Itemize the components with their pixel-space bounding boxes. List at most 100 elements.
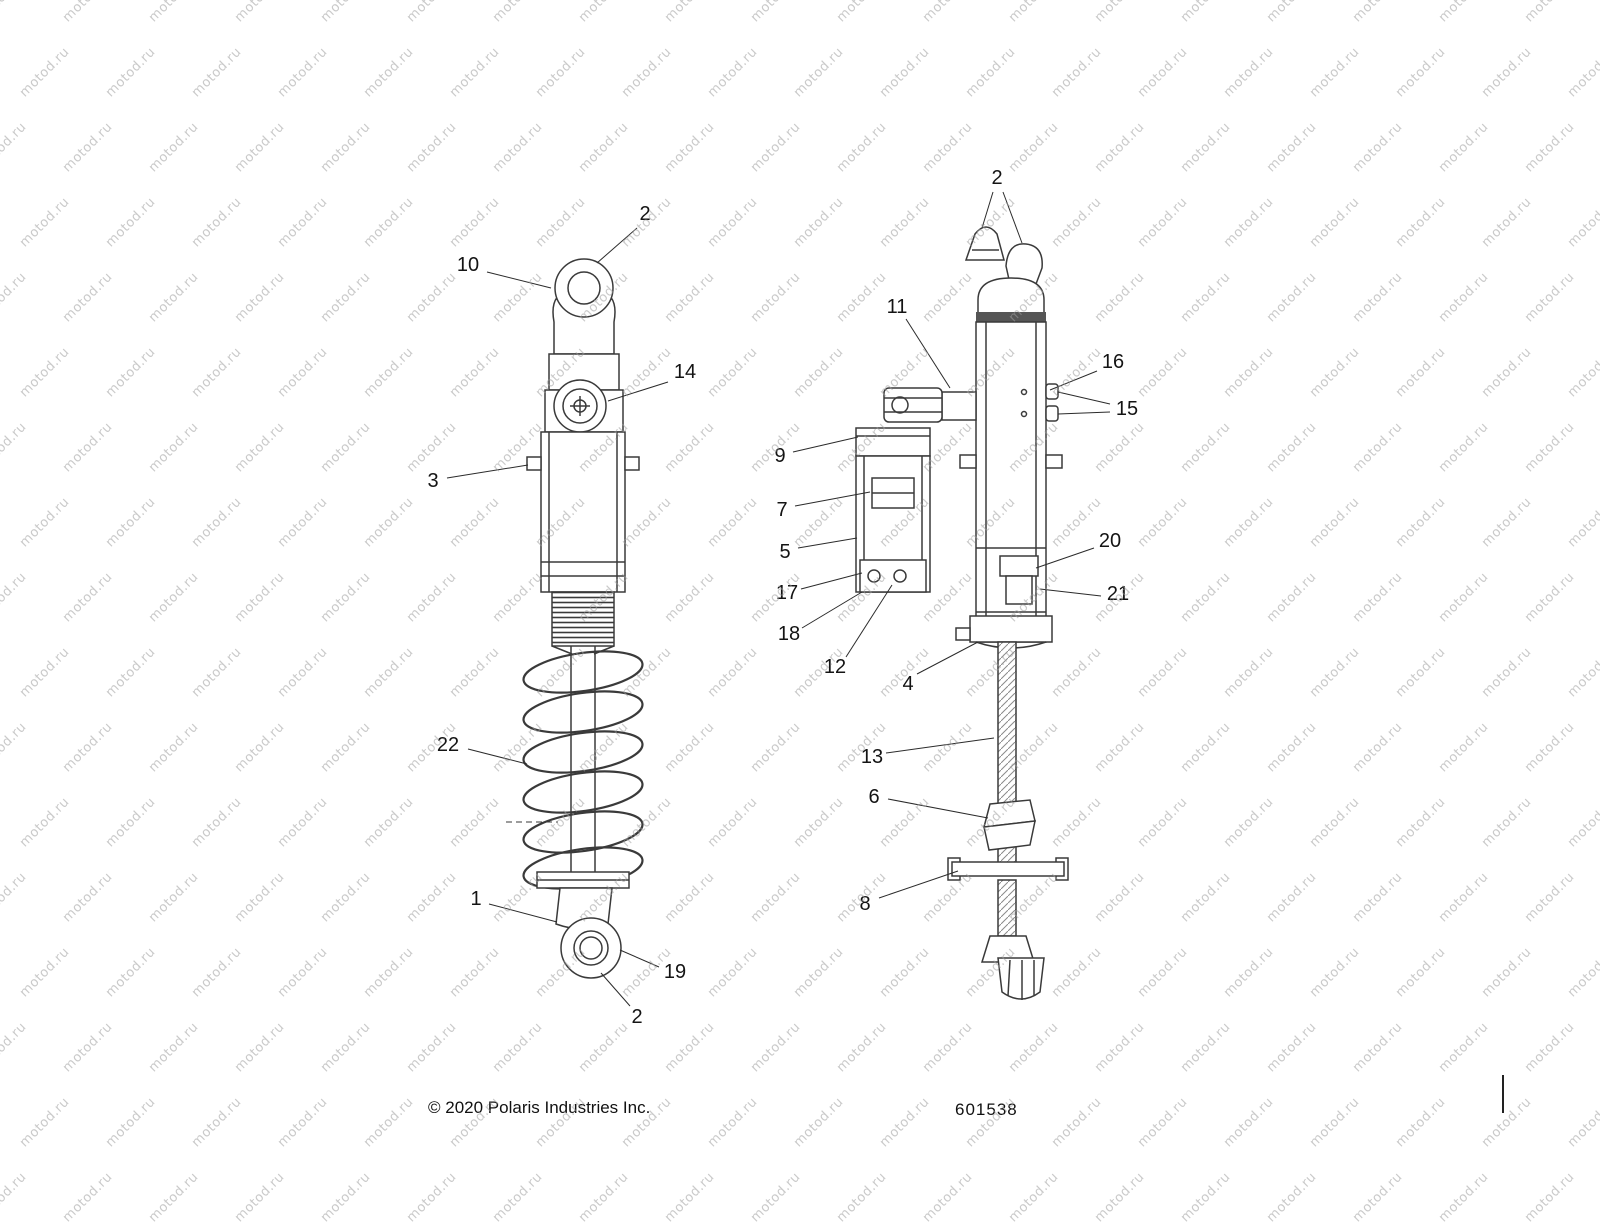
leader-line [600,972,631,1007]
callout-19: 19 [619,949,686,983]
callout-2: 2 [596,203,651,264]
leader-line [885,737,995,754]
rebound-stack [999,555,1039,605]
leader-line [607,381,669,402]
callout-3: 3 [427,464,529,492]
leader-line [792,436,859,453]
callout-11: 11 [887,296,951,389]
callout-number: 18 [778,623,800,645]
callout-number: 2 [639,203,650,225]
upper-mount-bushings [964,226,1043,285]
callout-number: 17 [776,582,798,604]
callout-number: 9 [774,445,785,467]
callout-20: 20 [1035,530,1121,569]
callout-1: 1 [470,888,558,923]
callout-number: 1 [470,888,481,910]
lower-mount-eyelet [555,887,622,979]
callout-number: 11 [887,296,908,318]
leader-line [1057,391,1111,405]
reservoir-cap [855,427,931,457]
leader-line [619,949,660,968]
reservoir-assembly [855,387,977,593]
body-mount-tabs [526,456,640,471]
reservoir-end-cap [859,559,927,593]
callout-number: 16 [1102,351,1124,373]
callout-number: 12 [824,656,846,678]
callout-7: 7 [776,491,871,521]
page-edge-mark [1502,1075,1504,1113]
callout-number: 7 [776,499,787,521]
copyright-text: © 2020 Polaris Industries Inc. [428,1098,651,1117]
callout-2: 2 [600,972,643,1028]
callout-number: 8 [859,893,870,915]
threaded-preload-section [551,591,615,655]
shock-absorber-diagram [506,226,1069,1000]
leader-line [905,318,951,389]
callout-number: 15 [1116,398,1138,420]
callout-number: 2 [991,167,1002,189]
leader-line [878,870,959,899]
body-side-tabs [959,454,1063,469]
leader-line [916,641,979,675]
leader-line [801,591,863,629]
drawing-number: 601538 [955,1100,1018,1119]
leader-line [1039,588,1102,597]
right-shock-view [855,226,1069,1000]
leader-line [797,537,858,549]
leader-line [845,584,893,658]
callout-15: 15 [1057,391,1138,420]
callout-13: 13 [861,737,995,768]
stop-washer [947,857,1069,881]
compensator-valve [883,387,977,423]
body-top-mount [976,277,1046,322]
callout-8: 8 [859,870,959,915]
lower-bushing-cup [997,957,1045,1000]
callout-10: 10 [457,254,552,289]
callout-9: 9 [774,436,859,467]
leader-line [800,572,863,590]
callout-12: 12 [824,584,893,678]
callout-number: 10 [457,254,479,276]
callout-number: 13 [861,746,883,768]
left-shock-view [506,258,644,979]
callout-number: 2 [631,1006,642,1028]
callout-number: 5 [779,541,790,563]
callout-number: 6 [868,786,879,808]
callout-4: 4 [902,641,979,695]
leader-line [887,798,989,819]
damper-body [526,431,640,593]
callout-number: 21 [1107,583,1129,605]
leader-line [467,748,528,765]
leader-line [486,271,552,289]
bump-stop [982,799,1036,851]
callout-number: 4 [902,673,913,695]
leader-line [596,227,638,264]
callout-14: 14 [607,361,696,402]
callout-number: 3 [427,470,438,492]
callout-number: 14 [674,361,696,383]
callout-18: 18 [778,591,863,645]
callout-22: 22 [437,734,528,765]
leader-line [794,491,871,507]
callout-number: 22 [437,734,459,756]
callout-21: 21 [1039,583,1129,605]
main-body-tube [959,321,1063,643]
shock-rod [570,644,596,881]
ifp-piston [871,477,915,509]
leader-line [446,464,529,479]
leader-line [1002,191,1023,244]
leader-line [1035,547,1095,569]
top-eyelet [552,258,616,355]
callout-16: 16 [1049,351,1124,391]
leader-line [1049,370,1098,391]
callout-5: 5 [779,537,858,563]
callout-17: 17 [776,572,863,604]
leader-line [488,903,558,923]
callout-2: 2 [981,167,1023,244]
callout-number: 20 [1099,530,1121,552]
leader-line [981,191,994,229]
leader-line [1057,411,1111,415]
callout-6: 6 [868,786,989,819]
